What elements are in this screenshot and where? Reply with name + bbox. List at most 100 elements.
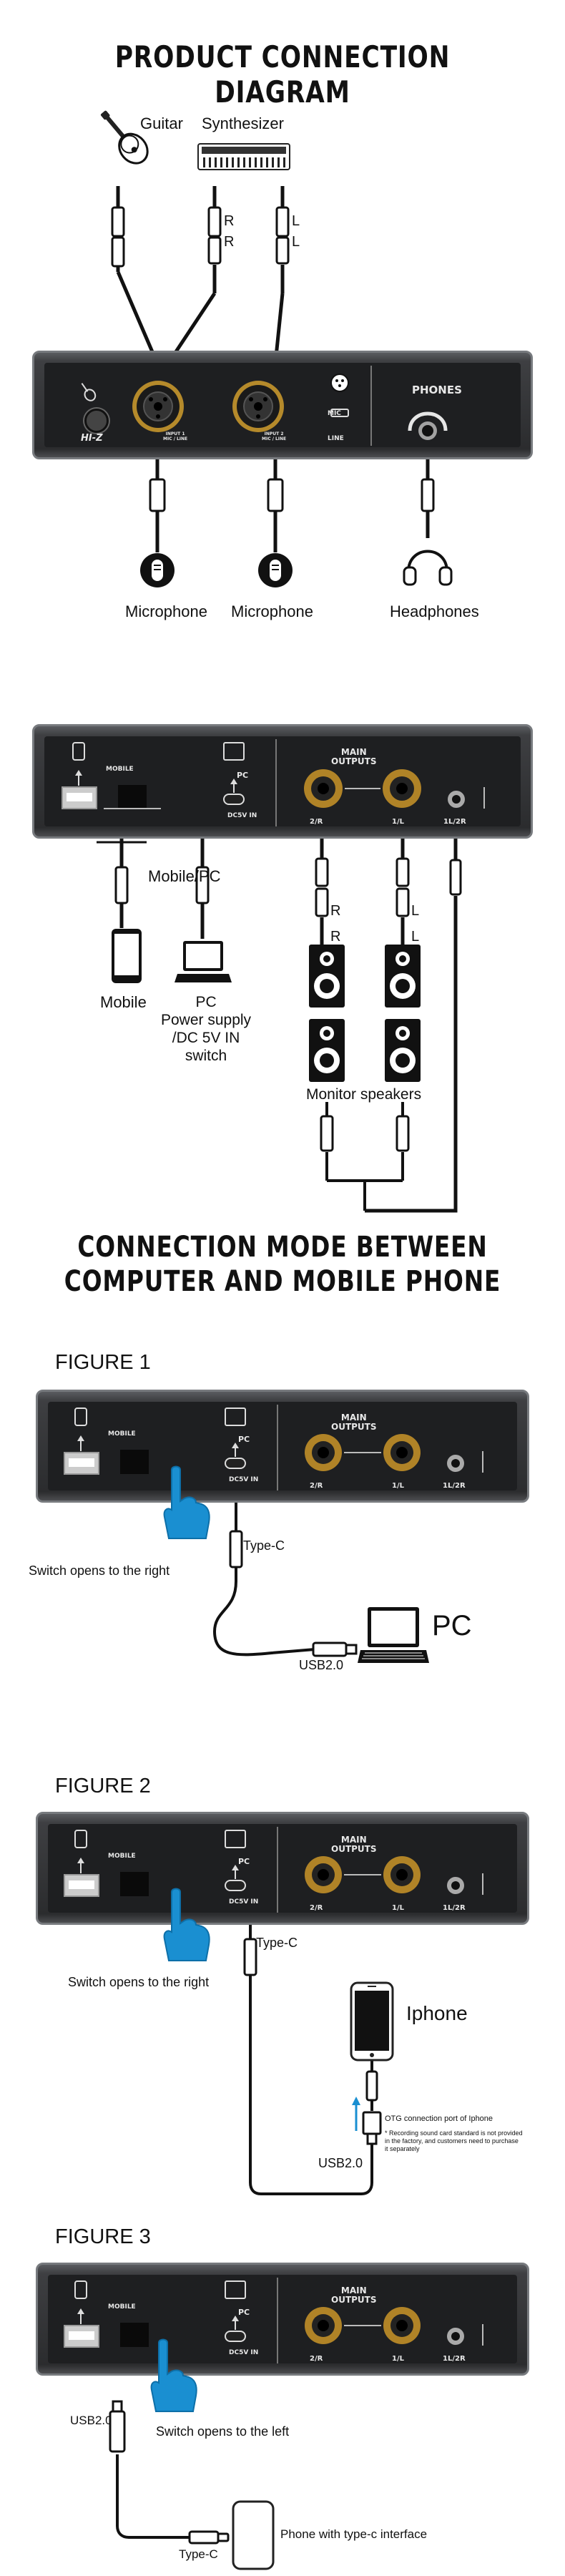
figure3-ports	[64, 2280, 483, 2348]
section3-title-line2: COMPUTER AND MOBILE PHONE	[64, 1265, 501, 1298]
figure3-usb: USB2.0	[70, 2414, 112, 2427]
back-pc-label: PC	[237, 771, 249, 780]
figure1-ports	[64, 1407, 483, 1475]
figure1-back-panel: MOBILE PC DC5V IN MAIN OUTPUTS 2/R 1/L 1…	[36, 1390, 529, 1503]
figure1-pc-label: PC	[432, 1610, 472, 1641]
fig2-out-2r: 2/R	[310, 1904, 323, 1912]
fig2-dc5v-label: DC5V IN	[229, 1898, 259, 1906]
fig3-mobile-label: MOBILE	[108, 2303, 136, 2311]
r-mark-top: R	[224, 213, 235, 229]
figure1-cables	[212, 1503, 358, 1657]
fig2-divider	[277, 1827, 278, 1913]
synth-label: Synthesizer	[202, 114, 284, 132]
laptop-icon	[175, 941, 232, 982]
guitar-label: Guitar	[140, 114, 183, 132]
figure2-iphone-label: Iphone	[406, 2002, 468, 2024]
output-cables-s1	[149, 459, 435, 552]
figure2-title: FIGURE 2	[55, 1775, 151, 1797]
figure1-switch-note: Switch opens to the right	[29, 1563, 170, 1578]
s2-r-mark-bottom: R	[330, 929, 341, 945]
synthesizer-icon	[197, 143, 290, 170]
figure3-back-panel: MOBILE PC DC5V IN MAIN OUTPUTS 2/R 1/L 1…	[36, 2263, 529, 2376]
hiz-label: HI-Z	[81, 433, 103, 444]
fig2-main-outputs: MAIN OUTPUTS	[331, 1835, 377, 1854]
fig1-divider	[277, 1405, 278, 1491]
back-cables-s2	[97, 839, 462, 1213]
figure2-cables	[243, 1925, 382, 2195]
fig2-out-1l: 1/L	[392, 1904, 404, 1912]
monitor-speakers-label: Monitor speakers	[306, 1086, 422, 1103]
fig1-mobile-label: MOBILE	[108, 1430, 136, 1438]
figure2-back-panel: MOBILE PC DC5V IN MAIN OUTPUTS 2/R 1/L 1…	[36, 1812, 529, 1925]
figure2-switch-note: Switch opens to the right	[68, 1975, 210, 1989]
guitar-icon	[100, 110, 149, 165]
out-2r-label: 2/R	[310, 818, 323, 826]
fig1-main-outputs: MAIN OUTPUTS	[331, 1413, 377, 1432]
figure1-hand-icon	[163, 1465, 210, 1539]
l-mark-bottom: L	[292, 234, 300, 250]
fig1-dc5v-label: DC5V IN	[229, 1476, 259, 1483]
fig3-out-1l: 1/L	[392, 2355, 404, 2363]
fig1-out-1l2r: 1L/2R	[443, 1482, 466, 1490]
line-label: LINE	[328, 435, 344, 442]
l-mark-top: L	[292, 213, 300, 229]
figure2-typec: Type-C	[256, 1936, 298, 1950]
figure2-usb: USB2.0	[318, 2156, 363, 2170]
back-panel-ports	[62, 742, 485, 809]
figure3-phone-icon	[232, 2500, 275, 2570]
guitar-logo-icon	[81, 383, 97, 401]
fig2-pc-label: PC	[238, 1857, 250, 1866]
iphone-icon	[350, 1981, 394, 2062]
figure1-typec: Type-C	[243, 1538, 285, 1553]
figure3-typec: Type-C	[179, 2547, 218, 2561]
r-mark-bottom: R	[224, 234, 235, 250]
mic-label: MIC	[328, 410, 341, 417]
fig3-out-2r: 2/R	[310, 2355, 323, 2363]
mobile-pc-label: Mobile/PC	[148, 867, 221, 885]
pc-power-label: PC Power supply /DC 5V IN switch	[161, 994, 252, 1064]
input2-label: INPUT 2 MIC / LINE	[262, 431, 287, 441]
out-1l-label: 1/L	[392, 818, 404, 826]
microphone-label-1: Microphone	[125, 602, 207, 620]
fig1-pc-label: PC	[238, 1435, 250, 1444]
figure2-hand-icon	[163, 1888, 210, 1961]
figure3-switch-note: Switch opens to the left	[156, 2424, 290, 2439]
back-panel-main: MOBILE PC DC5V IN MAIN OUTPUTS 2/R 1/L 1…	[32, 724, 533, 839]
fig3-dc5v-label: DC5V IN	[229, 2349, 259, 2356]
headphones-icon	[403, 550, 453, 586]
mic-line-switch-icon[interactable]	[329, 372, 350, 419]
main-outputs-label: MAIN OUTPUTS	[331, 747, 377, 766]
section1-title: PRODUCT CONNECTION DIAGRAM	[114, 39, 451, 109]
s2-r-mark-top: R	[330, 903, 341, 919]
headphones-label: Headphones	[390, 602, 479, 620]
figure3-phone-label: Phone with type-c interface	[280, 2527, 428, 2541]
hiz-jack[interactable]	[84, 409, 109, 433]
s2-l-mark-bottom: L	[411, 929, 420, 945]
figure1-usb: USB2.0	[299, 1658, 344, 1672]
mobile-label: Mobile	[100, 993, 147, 1011]
figure1-laptop-icon	[358, 1607, 429, 1663]
phones-label: PHONES	[412, 384, 462, 396]
headphone-jack[interactable]	[404, 402, 451, 441]
combo-input1-jack[interactable]	[131, 379, 185, 434]
back-divider	[275, 739, 277, 826]
microphone-icon-1	[140, 553, 175, 587]
microphone-label-2: Microphone	[231, 602, 313, 620]
figure2-ports	[64, 1830, 483, 1897]
fig1-out-1l: 1/L	[392, 1482, 404, 1490]
combo-input2-jack[interactable]	[231, 379, 285, 434]
figure2-note: * Recording sound card standard is not p…	[385, 2129, 523, 2152]
section3-title-line1: CONNECTION MODE BETWEEN	[77, 1231, 488, 1264]
figure2-otg-label: OTG connection port of Iphone	[385, 2114, 493, 2123]
back-mobile-label: MOBILE	[106, 766, 134, 773]
back-dc5v-label: DC5V IN	[227, 812, 257, 819]
mobile-phone-icon	[112, 929, 142, 983]
fig2-mobile-label: MOBILE	[108, 1853, 136, 1860]
monitor-speakers-icon	[309, 945, 421, 1082]
figure3-cables	[109, 2400, 230, 2545]
out-1l2r-label: 1L/2R	[443, 818, 466, 826]
fig3-main-outputs: MAIN OUTPUTS	[331, 2285, 377, 2305]
fig3-divider	[277, 2278, 278, 2363]
input-cables	[111, 186, 290, 365]
fig3-pc-label: PC	[238, 2308, 250, 2317]
